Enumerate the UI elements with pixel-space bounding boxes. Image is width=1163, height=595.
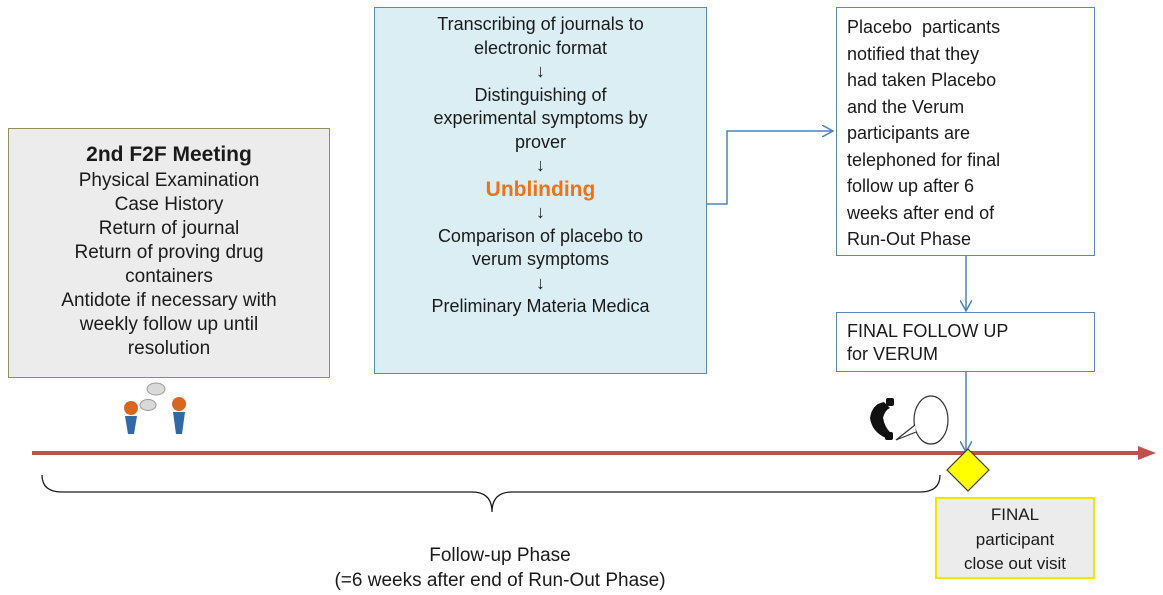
placebo-line: Placebo particants (847, 17, 1001, 37)
f2f-line: Case History (114, 194, 224, 215)
f2f-line: Return of proving drug (74, 242, 264, 263)
step-materia-medica: Preliminary Materia Medica (431, 296, 650, 316)
f2f-line: resolution (127, 338, 211, 359)
close-out-line: participant (975, 529, 1055, 549)
close-out-line: FINAL (990, 505, 1040, 524)
placebo-line: notified that they (847, 43, 980, 64)
meeting-people-icon (124, 382, 186, 434)
final-follow-up-subtitle: for VERUM (847, 344, 939, 364)
process-box: Transcribing of journals to electronic f… (374, 7, 707, 374)
step-distinguishing: experimental symptoms by (433, 108, 648, 128)
down-arrow-icon: ↓ (536, 155, 545, 175)
phase-duration: (=6 weeks after end of Run-Out Phase) (334, 570, 666, 591)
f2f-line: Physical Examination (78, 170, 260, 191)
placebo-line: and the Verum (847, 96, 965, 117)
step-unblinding: Unblinding (485, 177, 596, 201)
placebo-line: had taken Placebo (847, 70, 997, 90)
step-comparison: Comparison of placebo to (437, 225, 644, 246)
final-follow-up-title: FINAL FOLLOW UP (847, 321, 1009, 341)
placebo-notification-box: Placebo particants notified that they ha… (836, 7, 1095, 256)
f2f-meeting-box: 2nd F2F Meeting Physical Examination Cas… (8, 128, 330, 378)
f2f-line: weekly follow up until (79, 314, 259, 335)
f2f-line: Return of journal (98, 218, 240, 239)
down-arrow-icon: ↓ (536, 272, 545, 293)
step-distinguishing: Distinguishing of (474, 84, 607, 105)
placebo-line: weeks after end of (847, 202, 995, 223)
down-arrow-icon: ↓ (536, 61, 545, 81)
step-distinguishing: prover (514, 131, 567, 152)
close-out-line: close out visit (963, 554, 1067, 573)
step-transcribing: electronic format (473, 37, 608, 58)
milestone-diamond (946, 448, 990, 492)
final-follow-up-box: FINAL FOLLOW UP for VERUM (836, 312, 1095, 372)
placebo-line: telephoned for final (847, 149, 1001, 170)
timeline-arrowhead (1138, 446, 1156, 460)
phase-brace (41, 474, 941, 513)
placebo-line: participants are (847, 123, 971, 143)
follow-up-phase-label: Follow-up Phase (=6 weeks after end of R… (220, 543, 780, 593)
close-out-visit-box: FINAL participant close out visit (935, 497, 1095, 579)
placebo-line: Run-Out Phase (847, 229, 972, 249)
phase-title: Follow-up Phase (429, 545, 571, 566)
telephone-call-icon (870, 395, 949, 445)
f2f-line: Antidote if necessary with (61, 290, 277, 311)
placebo-line: follow up after 6 (847, 176, 975, 196)
down-arrow-icon: ↓ (536, 202, 545, 222)
step-comparison: verum symptoms (471, 249, 610, 269)
f2f-line: containers (125, 266, 213, 287)
f2f-meeting-title: 2nd F2F Meeting (86, 143, 252, 166)
step-transcribing: Transcribing of journals to (437, 14, 644, 34)
